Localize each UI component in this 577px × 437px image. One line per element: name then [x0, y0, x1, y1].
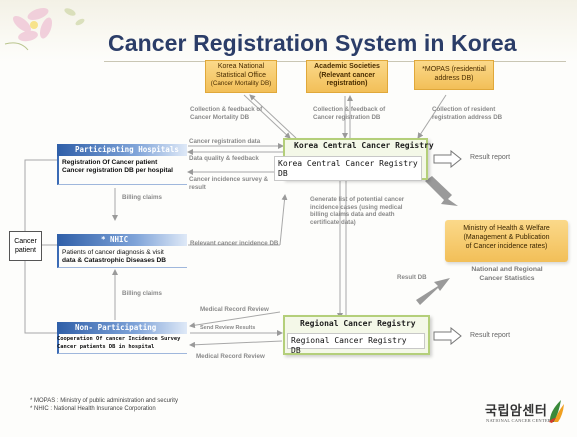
potential-cases-line1: Generate list of potential cancer [310, 196, 405, 203]
academic-feedback-label: Collection & feedback of Cancer registra… [313, 106, 385, 121]
mopas-collection-label: Collection of resident registration addr… [432, 106, 502, 121]
participating-head: Participating Hospitals [57, 144, 187, 156]
send-review-results-label: Send Review Results [200, 325, 256, 331]
kostat-feedback-line1: Collection & feedback of [190, 106, 263, 113]
potential-cases-line3: billing claims data and death [310, 211, 395, 218]
incidence-survey-line2: result [189, 183, 206, 191]
footnote-mopas: * MOPAS : Ministry of public administrat… [30, 398, 178, 404]
non-participating-line2: Cancer patients DB in hospital [57, 343, 155, 350]
kostat-feedback-label: Collection & feedback of Cancer Mortalit… [190, 106, 262, 121]
academic-box: Academic Societies (Relevant cancer regi… [306, 60, 388, 93]
result-report-label-1: Result report [470, 154, 511, 161]
mopas-collection-line2: registration address DB [432, 113, 503, 121]
medical-review-label-1: Medical Record Review [200, 306, 269, 313]
potential-cases-label: Generate list of potential cancer incide… [310, 196, 404, 226]
national-cancer-center-logo: 국립암센터 NATIONAL CANCER CENTER [485, 398, 565, 428]
participating-frame [57, 144, 187, 185]
academic-feedback-line1: Collection & feedback of [313, 106, 386, 113]
national-statistics-label: National and Regional Cancer Statistics [449, 266, 565, 283]
kccr-head: Korea Central Cancer Registry [294, 141, 434, 150]
kccr-db: Korea Central Cancer Registry DB [274, 156, 422, 181]
billing-claims-label-1: Billing claims [122, 194, 162, 201]
regional-db: Regional Cancer Registry DB [287, 333, 425, 355]
mopas-box: *MOPAS (residential address DB) [414, 60, 494, 90]
non-participating-frame [57, 322, 187, 354]
kostat-line1: Korea National [217, 63, 265, 70]
kostat-box: Korea National Statistical Office (Cance… [205, 60, 277, 93]
logo-korean-text: 국립암센터 [485, 404, 548, 419]
mopas-line2: address DB) [434, 74, 474, 82]
stats-line2: Cancer Statistics [479, 274, 535, 282]
logo-mark-icon [549, 400, 564, 423]
result-report-arrow-icon-1 [433, 150, 462, 168]
billing-claims-label-2: Billing claims [122, 290, 162, 297]
logo-english-text: NATIONAL CANCER CENTER [486, 418, 551, 423]
incidence-survey-line1: Cancer incidence survey & [189, 176, 269, 183]
participating-body: Registration Of Cancer patient Cancer re… [62, 159, 187, 175]
non-participating-head: Non- Participating Hospitals [57, 322, 187, 344]
non-participating-line1: Cooperation Of cancer Incidence Survey [57, 336, 181, 342]
result-report-label-2: Result report [470, 332, 511, 339]
medical-review-label-2: Medical Record Review [196, 353, 265, 360]
patient-line1: Cancer [14, 238, 37, 245]
cancer-patient-box: Cancer patient [9, 231, 42, 261]
kostat-line2: Statistical Office [215, 71, 267, 79]
nhic-body: Patients of cancer diagnosis & visit dat… [62, 249, 187, 265]
incidence-survey-label: Cancer incidence survey & result [189, 176, 268, 191]
title-band [0, 0, 577, 62]
ministry-line2: (Management & Publication [463, 234, 550, 241]
page-title: Cancer Registration System in Korea [108, 30, 517, 56]
patient-line2: patient [14, 247, 37, 254]
nhic-line2: data & Catastrophic Diseases DB [62, 257, 167, 264]
kostat-feedback-line2: Cancer Mortality DB [190, 113, 250, 121]
ministry-line1: Ministry of Health & Welfare [463, 225, 550, 232]
result-db-label: Result DB [397, 274, 427, 281]
kostat-line3: (Cancer Mortality DB) [210, 80, 272, 87]
potential-cases-line2: incidence cases (using medical [310, 203, 403, 211]
ministry-box: Ministry of Health & Welfare (Management… [445, 220, 568, 262]
footnote-nhic: * NHIC : National Health Insurance Corpo… [30, 406, 156, 412]
mopas-line1: *MOPAS (residential [422, 66, 486, 73]
cancer-registration-data-label: Cancer registration data [189, 138, 261, 145]
participating-line1: Registration Of Cancer patient [62, 159, 158, 166]
data-quality-label: Data quality & feedback [189, 155, 259, 162]
result-report-arrow-icon-2 [433, 327, 462, 345]
academic-line3: registration) [326, 80, 368, 87]
participating-line2: Cancer registration DB per hospital [62, 167, 174, 174]
nhic-frame [57, 234, 187, 268]
academic-line1: Academic Societies [314, 63, 380, 70]
potential-cases-line4: certificate data) [310, 218, 356, 226]
academic-line2: (Relevant cancer [318, 71, 376, 79]
regional-head: Regional Cancer Registry [300, 319, 416, 328]
stats-line1: National and Regional [471, 266, 543, 273]
academic-feedback-line2: Cancer registration DB [313, 113, 381, 121]
ministry-line3: of Cancer incidence rates) [465, 243, 548, 250]
nhic-line1: Patients of cancer diagnosis & visit [62, 249, 164, 256]
mopas-collection-line1: Collection of resident [432, 106, 496, 113]
non-participating-body: Cooperation Of cancer Incidence Survey C… [57, 336, 189, 351]
flower-decoration-icon [4, 7, 85, 51]
relevant-incidence-db-label: Relevant cancer incidence DB [190, 240, 279, 247]
nhic-head: * NHIC [57, 234, 187, 246]
